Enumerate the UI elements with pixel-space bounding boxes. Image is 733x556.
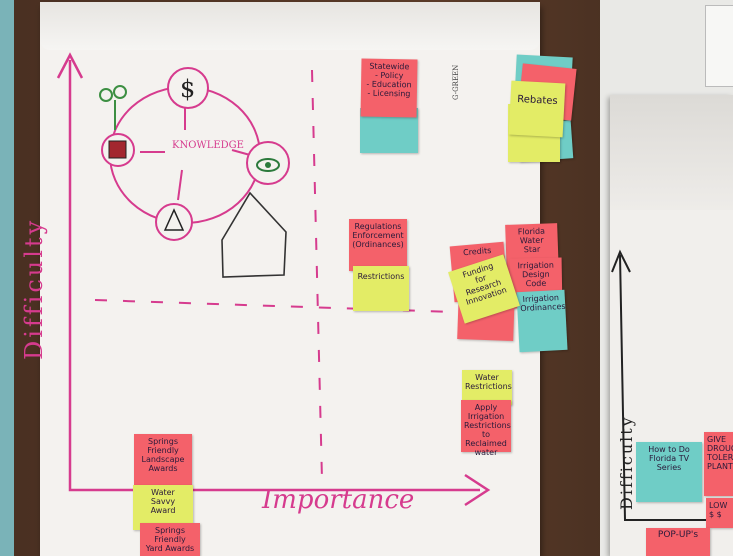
tree-icon (99, 85, 127, 130)
sticky-note-water-savvy: Water Savvy Award (133, 485, 193, 530)
right-sheet-axis-label: Difficulty (617, 415, 636, 510)
svg-text:$: $ (180, 75, 195, 103)
sticky-note-rebates: Rebates (508, 80, 566, 138)
sticky-note-regulations: Regulations Enforcement (Ordinances) (349, 219, 407, 271)
corner-note: G-GREEN (452, 64, 460, 100)
sticky-note-water-restrictions: Water Restrictions (462, 370, 512, 405)
sticky-note-popups: POP-UP's (646, 528, 710, 556)
importance-axis-label: Importance (262, 485, 415, 515)
house-sketch (221, 191, 287, 278)
sticky-note-springs-yard: Springs Friendly Yard Awards (140, 523, 200, 556)
right-flipchart-roll (610, 95, 733, 210)
sticky-note-springs-friendly: Springs Friendly Landscape Awards (134, 434, 192, 486)
sticky-note-restrictions: Restrictions (353, 266, 409, 311)
sticky-note-statewide: Statewide - Policy - Education - Licensi… (360, 58, 418, 118)
sticky-note-irrigation-ordinances: Irrigation Ordinances (516, 289, 568, 353)
door-sign (705, 5, 733, 87)
sticky-note-give: GIVE DROUGHT TOLERANT PLANTS (704, 432, 733, 496)
axes-lines (56, 52, 491, 507)
sticky-note-how-to-do: How to Do Florida TV Series (636, 442, 702, 502)
knowledge-label: KNOWLEDGE (172, 140, 244, 151)
quadrant-dividers (94, 69, 456, 481)
sticky-note-apply-irrigation: Apply Irrigation Restrictions to Reclaim… (461, 400, 511, 457)
people-icon (155, 203, 193, 241)
right-sheet-axis (611, 249, 733, 521)
dollar-icon: $ (167, 67, 209, 109)
eye-icon (246, 141, 290, 185)
house-icon (101, 133, 135, 167)
main-flipchart-roll (40, 2, 540, 50)
sticky-note-low: LOW $ $ (706, 498, 733, 528)
difficulty-axis-label: Difficulty (20, 217, 48, 360)
